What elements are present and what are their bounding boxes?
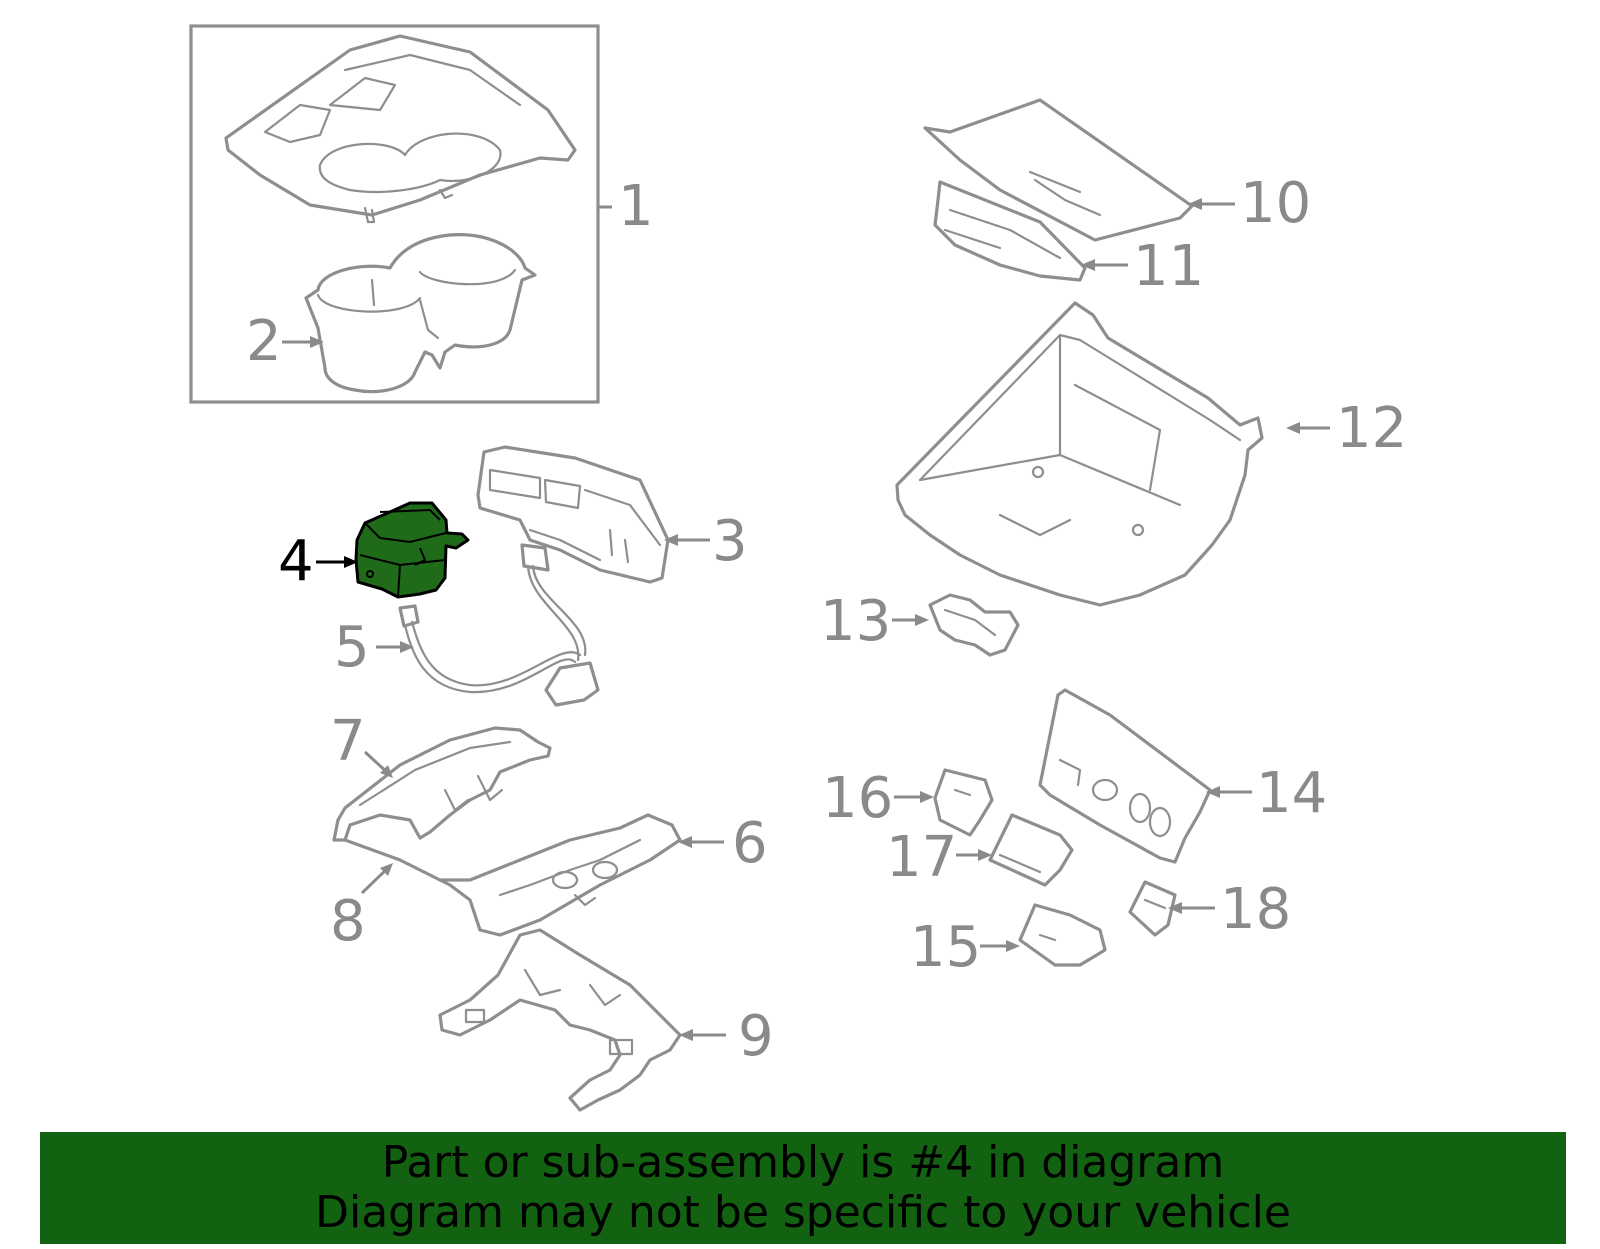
part-16-switch[interactable] bbox=[933, 768, 994, 837]
part-12-console-box[interactable] bbox=[895, 301, 1264, 607]
callout-14: 14 bbox=[1256, 761, 1327, 826]
part-17-cover[interactable] bbox=[988, 813, 1074, 887]
callout-10: 10 bbox=[1240, 171, 1311, 236]
part-10-lid[interactable] bbox=[923, 98, 1194, 242]
callout-11: 11 bbox=[1133, 234, 1204, 299]
banner-line-2: Diagram may not be specific to your vehi… bbox=[315, 1187, 1291, 1238]
callout-16: 16 bbox=[822, 766, 893, 831]
part-9-lower-bracket[interactable] bbox=[438, 928, 682, 1112]
part-15-knob[interactable] bbox=[1018, 903, 1107, 967]
part-7-bracket[interactable] bbox=[332, 726, 552, 842]
part-5-wiring-harness[interactable] bbox=[398, 543, 600, 707]
callout-2: 2 bbox=[246, 309, 282, 374]
banner-line-1: Part or sub-assembly is #4 in diagram bbox=[381, 1137, 1225, 1188]
callout-12: 12 bbox=[1336, 396, 1407, 461]
part-14-switch-bezel[interactable] bbox=[1038, 688, 1212, 864]
part-4-control-module[interactable] bbox=[354, 501, 470, 599]
assembly-group-box bbox=[189, 24, 600, 404]
callout-7: 7 bbox=[330, 709, 366, 774]
part-2-cup-holder-insert[interactable] bbox=[304, 233, 537, 394]
part-1-console-trim-panel[interactable] bbox=[224, 34, 577, 224]
callout-8: 8 bbox=[330, 889, 366, 954]
part-6-side-panel[interactable] bbox=[343, 813, 682, 937]
callout-18: 18 bbox=[1220, 877, 1291, 942]
callout-17: 17 bbox=[886, 825, 957, 890]
leader-lines bbox=[282, 198, 1330, 1041]
callout-13: 13 bbox=[820, 589, 891, 654]
callout-6: 6 bbox=[732, 811, 768, 876]
callout-15: 15 bbox=[910, 915, 981, 980]
part-18-switch[interactable] bbox=[1128, 880, 1177, 937]
part-11-tray[interactable] bbox=[933, 180, 1087, 282]
callout-1: 1 bbox=[618, 174, 654, 239]
callout-9: 9 bbox=[738, 1004, 774, 1069]
part-13-connector-harness[interactable] bbox=[928, 593, 1020, 657]
info-banner: Part or sub-assembly is #4 in diagram Di… bbox=[40, 1132, 1566, 1244]
callout-3: 3 bbox=[712, 509, 748, 574]
part-3-switch-panel[interactable] bbox=[476, 445, 670, 584]
callout-4: 4 bbox=[278, 529, 314, 594]
callout-labels: 1 2 3 4 5 6 7 8 9 10 11 12 13 14 15 16 1… bbox=[246, 171, 1407, 1069]
callout-5: 5 bbox=[334, 615, 370, 680]
